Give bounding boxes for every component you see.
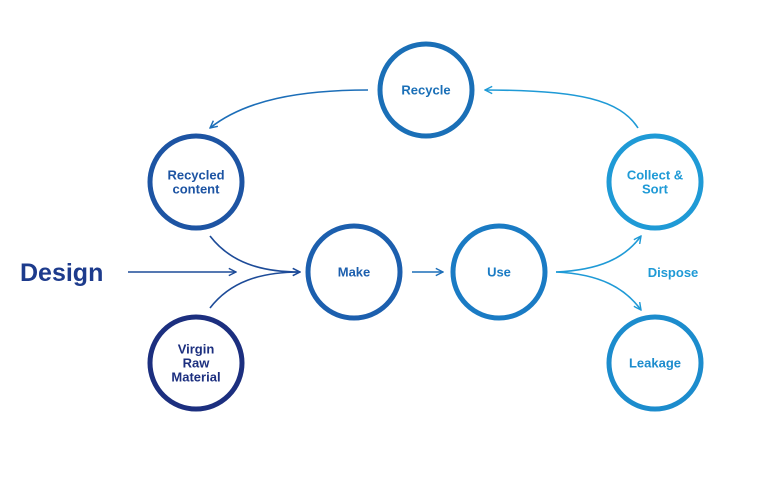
arrow-recycle-to-recycled-content <box>210 89 369 128</box>
node-leakage-circle <box>606 314 704 412</box>
node-collect-sort: Collect &Sort <box>606 133 704 231</box>
node-recycle: Recycle <box>377 41 475 139</box>
node-collect-sort-label: Collect &Sort <box>627 168 683 197</box>
node-leakage: Leakage <box>606 314 704 412</box>
node-virgin-raw-material-circle <box>147 314 245 412</box>
arrow-recycled-content-to-make <box>209 235 300 272</box>
node-make: Make <box>305 223 403 321</box>
design-label: Design <box>20 259 103 287</box>
node-use-circle <box>450 223 548 321</box>
node-label-line: Collect & <box>627 168 683 183</box>
node-recycle-circle <box>377 41 475 139</box>
node-recycle-label: Recycle <box>401 83 450 98</box>
node-collect-sort-circle <box>606 133 704 231</box>
node-make-label: Make <box>338 265 371 280</box>
node-make-circle <box>305 223 403 321</box>
node-label-line: content <box>173 182 221 197</box>
node-leakage-label: Leakage <box>629 356 681 371</box>
arrow-collect-sort-to-recycle <box>485 90 639 129</box>
arrow-use-to-leakage <box>555 271 641 310</box>
node-label-line: Sort <box>642 182 669 197</box>
arrow-virgin-raw-material-to-make <box>209 272 300 309</box>
node-label-line: Material <box>171 370 220 385</box>
node-label-line: Recycle <box>401 83 450 98</box>
node-recycled-content-circle <box>147 133 245 231</box>
dispose-label: Dispose <box>648 265 699 280</box>
arrow-use-to-collect-sort <box>555 236 641 273</box>
node-label-line: Make <box>338 265 371 280</box>
node-label-line: Raw <box>183 356 211 371</box>
node-label-line: Use <box>487 265 511 280</box>
node-label-line: Leakage <box>629 356 681 371</box>
node-label-line: Virgin <box>178 342 215 357</box>
node-label-line: Recycled <box>167 168 224 183</box>
node-use-label: Use <box>487 265 511 280</box>
node-use: Use <box>450 223 548 321</box>
